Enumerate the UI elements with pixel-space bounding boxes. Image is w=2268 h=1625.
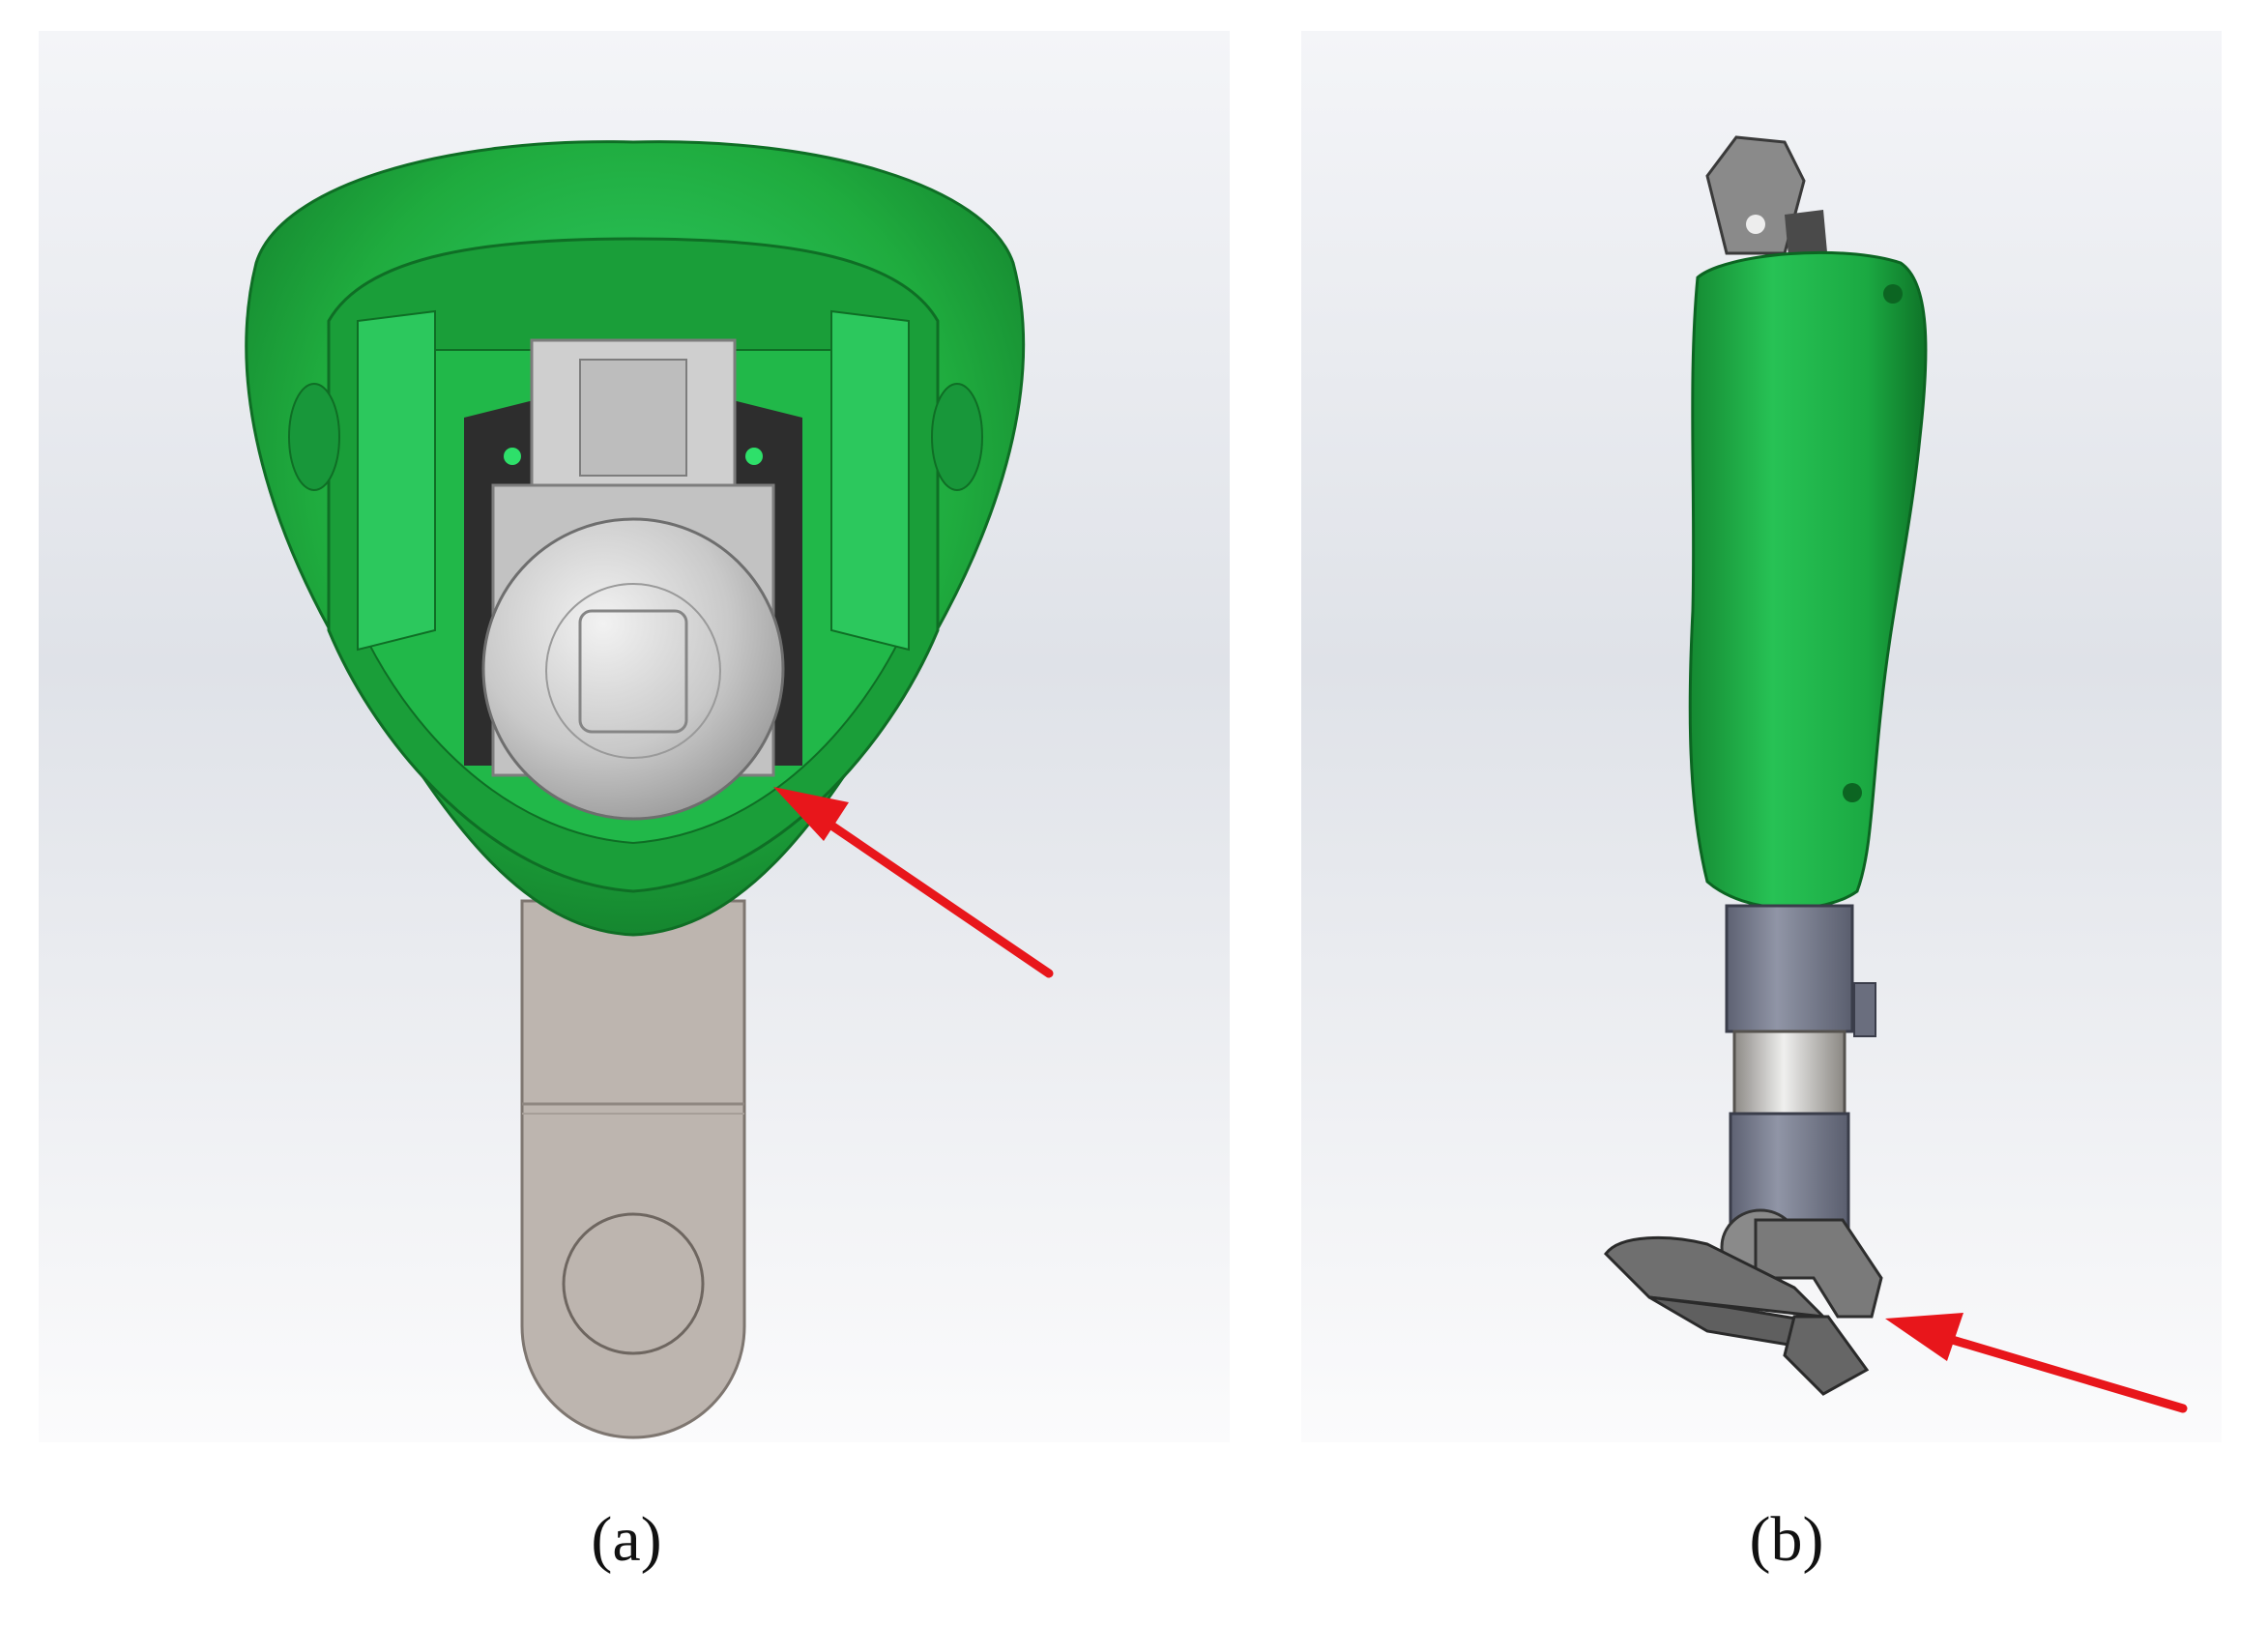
indicator-arrow-a	[773, 787, 1054, 978]
panel-a-illustration	[39, 31, 1230, 1442]
adapter	[481, 338, 785, 821]
foot-plate	[520, 899, 746, 1439]
socket-side	[1688, 250, 1928, 911]
pylon	[1725, 904, 1876, 1236]
clamp-bolt-left	[504, 448, 521, 465]
panel-a-render	[39, 31, 1230, 1442]
indicator-arrow-b	[1885, 1313, 2188, 1413]
clamp-bolt-right	[745, 448, 763, 465]
foot	[1604, 1208, 1883, 1396]
panel-b-illustration	[1301, 31, 2222, 1442]
panel-b-render	[1301, 31, 2222, 1442]
panel-b-caption: (b)	[1749, 1504, 1824, 1575]
socket-hole-top	[1883, 284, 1903, 304]
socket-hole-bottom	[1843, 783, 1862, 802]
panel-a-caption: (a)	[591, 1504, 662, 1575]
